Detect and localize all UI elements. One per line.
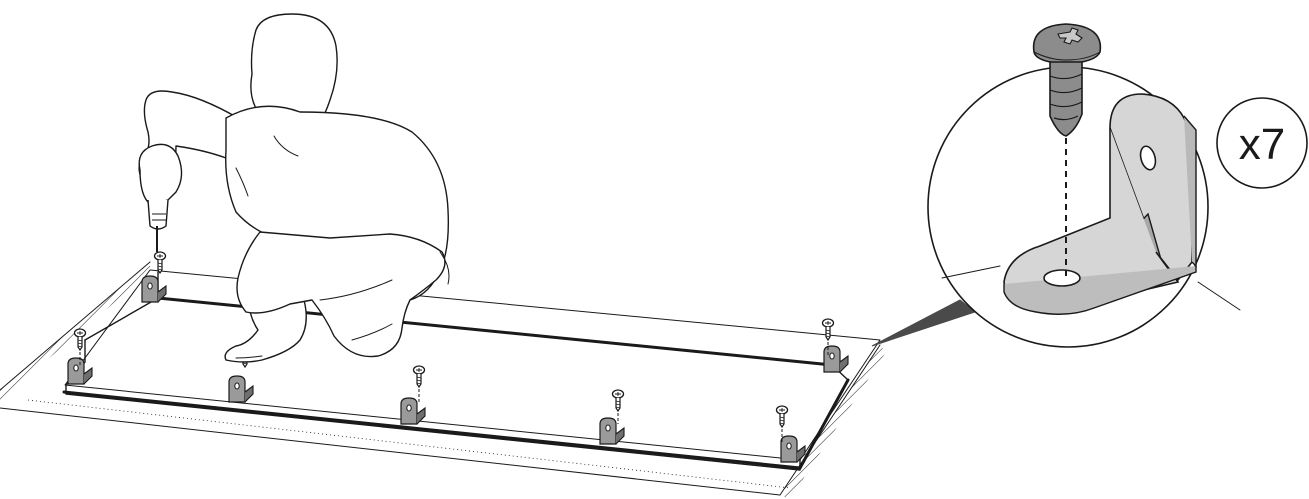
quantity-label: x7 (1239, 120, 1285, 169)
screw-icon (823, 319, 834, 340)
frame-panel (64, 270, 880, 470)
quantity-badge: x7 (1217, 98, 1307, 188)
screw-icon (75, 329, 86, 350)
person-with-drill (139, 14, 449, 362)
screw-icon (777, 406, 788, 427)
bracket-corner-front-left (68, 358, 92, 384)
bracket-front-2 (401, 398, 425, 424)
frame-screws (75, 252, 834, 444)
detail-callout: x7 (872, 24, 1307, 347)
bracket-corner-back-left (142, 276, 166, 302)
screw-icon (613, 390, 624, 411)
screw-icon (155, 252, 166, 273)
bracket-front-1 (229, 376, 253, 402)
drill-icon (139, 144, 181, 252)
bracket-corner-front-right (781, 436, 805, 462)
screw-icon (414, 366, 425, 387)
bracket-front-3 (600, 418, 624, 444)
